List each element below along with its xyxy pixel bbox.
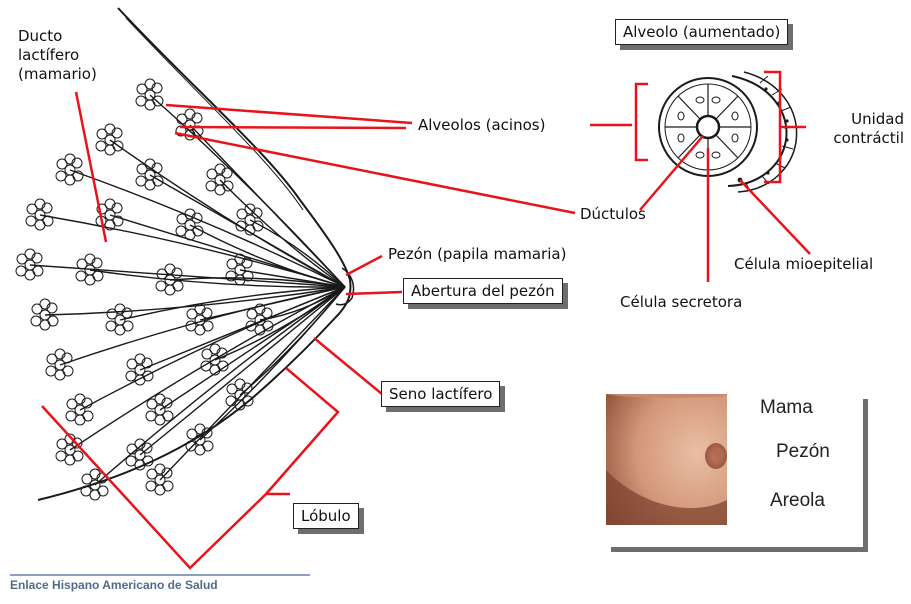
- acinus: [146, 411, 156, 421]
- lobule: [176, 209, 203, 240]
- photo-pezon-label: Pezón: [776, 441, 830, 463]
- lobule: [126, 354, 153, 385]
- lobule: [146, 464, 173, 495]
- celula-mioepitelial-label: Célula mioepitelial: [734, 255, 873, 274]
- acinus: [65, 455, 75, 465]
- acinus: [65, 175, 75, 185]
- breast-photo: [606, 394, 727, 525]
- pezon-papila-label: Pezón (papila mamaria): [388, 245, 566, 264]
- ducto-label-line1: Ducto: [18, 27, 97, 46]
- lobule: [56, 154, 83, 185]
- acinus: [115, 325, 125, 335]
- lobule: [26, 199, 53, 230]
- lobule: [46, 349, 73, 380]
- acinus: [106, 321, 116, 331]
- acinus: [85, 275, 95, 285]
- acinus: [155, 485, 165, 495]
- alveolo-aumentado-label: Alveolo (aumentado): [615, 19, 788, 45]
- duct-branch: [30, 265, 345, 287]
- seno-label: Seno lactífero: [381, 381, 500, 407]
- acinus: [56, 171, 66, 181]
- duct-branch: [140, 287, 345, 455]
- ductulos-label: Dúctulos: [580, 205, 646, 224]
- acinus: [195, 445, 205, 455]
- acinus: [25, 270, 35, 280]
- acinus: [155, 415, 165, 425]
- acinus: [66, 411, 76, 421]
- acinus: [206, 181, 216, 191]
- duct-branch: [150, 175, 345, 287]
- acinus: [215, 185, 225, 195]
- acinus: [136, 176, 146, 186]
- acinus: [136, 96, 146, 106]
- alveolus-enlarged: [659, 72, 797, 192]
- acinus: [126, 371, 136, 381]
- acinus: [226, 396, 236, 406]
- lobule: [206, 164, 233, 195]
- duct-branch: [70, 287, 345, 450]
- unidad-label-line2: contráctil: [812, 129, 904, 148]
- footer-credit: Enlace Hispano Americano de Salud: [10, 578, 218, 592]
- lobule: [106, 304, 133, 335]
- lobule: [66, 394, 93, 425]
- acinus: [16, 266, 26, 276]
- footer-rule: [10, 574, 310, 576]
- acinus: [186, 441, 196, 451]
- ducto-label-line3: (mamario): [18, 65, 97, 84]
- celula-secretora-label: Célula secretora: [620, 293, 742, 312]
- acinus: [96, 141, 106, 151]
- acinus: [165, 285, 175, 295]
- acinus: [55, 370, 65, 380]
- acinus: [146, 481, 156, 491]
- lobule: [96, 124, 123, 155]
- acinus: [26, 216, 36, 226]
- milk-ducts: [30, 95, 345, 485]
- acinus: [56, 451, 66, 461]
- acinus: [145, 100, 155, 110]
- unidad-label-line1: Unidad: [812, 110, 904, 129]
- lobule-clusters: [16, 79, 273, 500]
- abertura-label: Abertura del pezón: [403, 278, 563, 304]
- photo-areola-label: Areola: [770, 490, 825, 512]
- ducto-label-line2: lactífero: [18, 46, 97, 65]
- ducto-label: Ducto lactífero (mamario): [18, 27, 97, 84]
- lobule: [136, 79, 163, 110]
- acinus: [126, 456, 136, 466]
- acinus: [90, 490, 100, 500]
- acinus: [40, 320, 50, 330]
- acinus: [35, 220, 45, 230]
- lobule: [56, 434, 83, 465]
- photo-inset: [606, 394, 868, 552]
- acinus: [186, 321, 196, 331]
- acinus: [145, 180, 155, 190]
- unidad-label: Unidad contráctil: [812, 110, 904, 148]
- acinus: [185, 230, 195, 240]
- photo-mama-label: Mama: [760, 397, 813, 419]
- acinus: [156, 281, 166, 291]
- acinus: [46, 366, 56, 376]
- acinus: [176, 226, 186, 236]
- lobule: [226, 379, 253, 410]
- acinus: [195, 325, 205, 335]
- acinus: [76, 271, 86, 281]
- alveolos-label: Alveolos (acinos): [418, 116, 545, 135]
- lobulo-label: Lóbulo: [293, 503, 359, 529]
- acinus: [105, 145, 115, 155]
- acinus: [75, 415, 85, 425]
- acinus: [31, 316, 41, 326]
- lobule: [16, 249, 43, 280]
